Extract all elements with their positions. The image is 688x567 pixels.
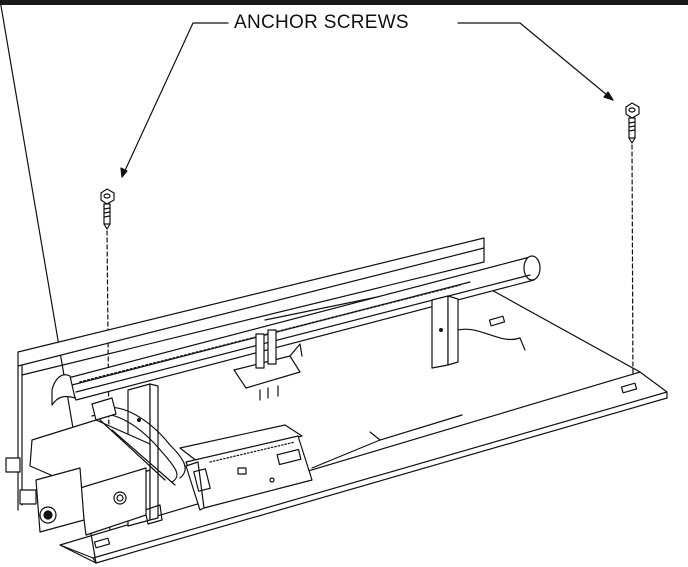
rear-wall bbox=[17, 237, 485, 511]
top-border-bar bbox=[0, 0, 688, 5]
leader-right bbox=[457, 22, 614, 101]
gas-valve bbox=[5, 419, 176, 536]
pan-slot-left bbox=[93, 537, 111, 549]
pilot-assembly bbox=[233, 329, 303, 401]
screw-alignment-lines bbox=[106, 144, 634, 546]
rear-bracket bbox=[431, 295, 526, 369]
control-module bbox=[179, 424, 313, 511]
anchor-screw-left bbox=[100, 188, 115, 230]
pan-slot-rear bbox=[488, 315, 506, 327]
anchor-screws-callout: ANCHOR SCREWS bbox=[232, 12, 411, 34]
leader-left-arrowhead bbox=[120, 167, 128, 178]
leader-lines bbox=[120, 22, 614, 178]
anchor-screw-right bbox=[625, 102, 640, 144]
floor-panel bbox=[311, 414, 463, 469]
fuel-line bbox=[91, 397, 186, 483]
pan-slot-right bbox=[620, 382, 638, 394]
leader-left bbox=[121, 22, 229, 178]
burner-tube bbox=[51, 255, 541, 406]
leader-right-arrowhead bbox=[603, 91, 614, 101]
